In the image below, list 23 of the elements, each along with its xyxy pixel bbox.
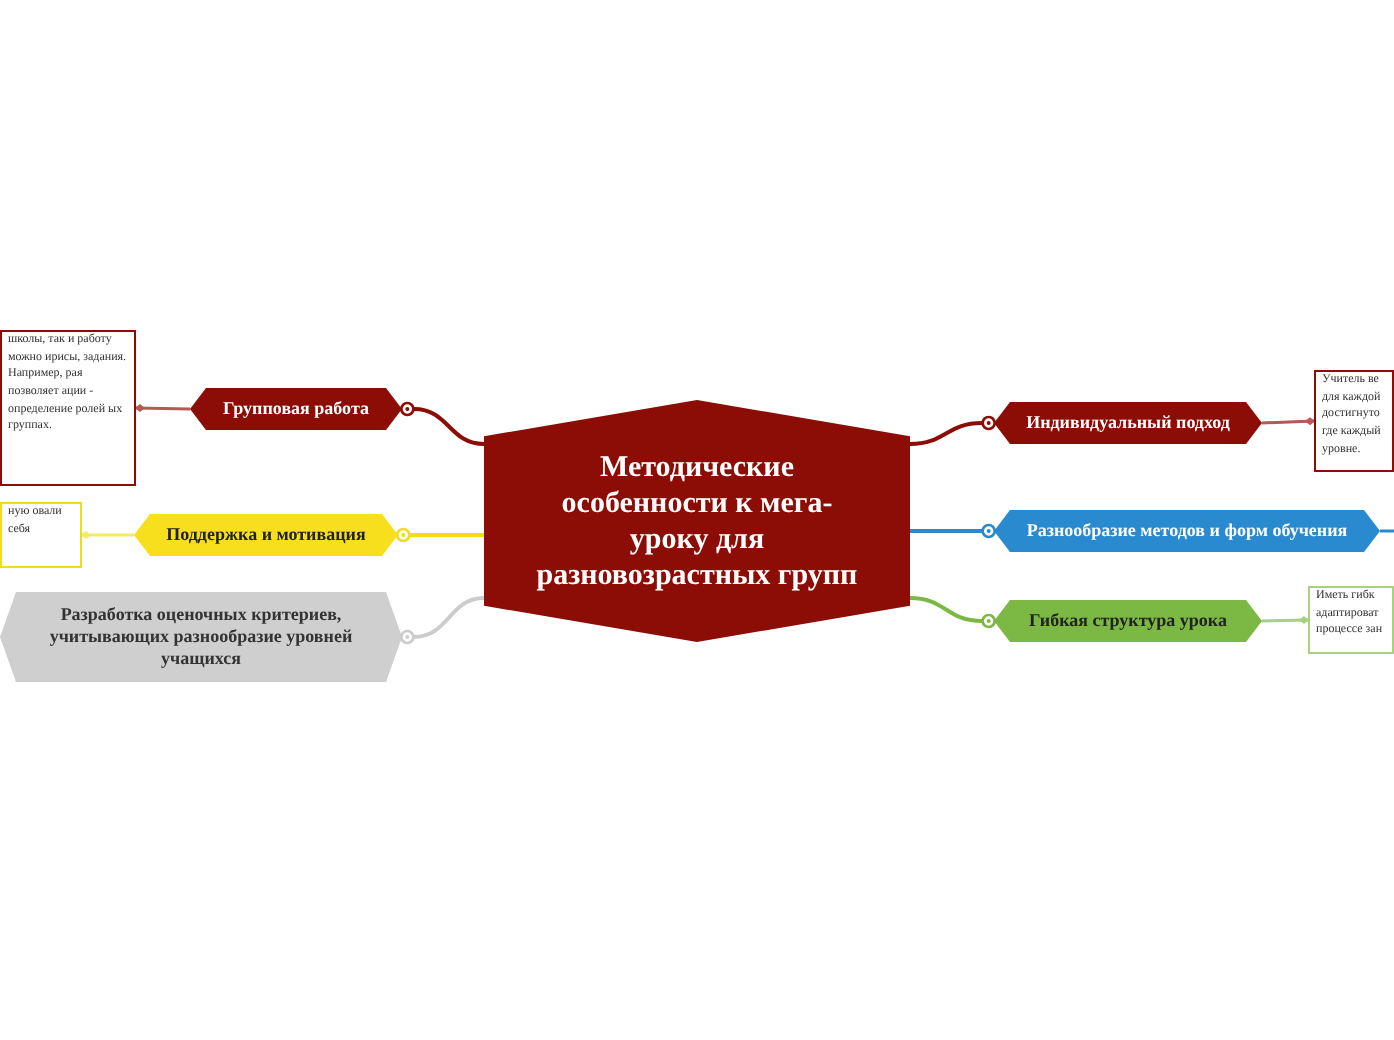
connector [400, 401, 485, 446]
node-text: Методические особенности к мега-уроку для разновозрастных групп [534, 449, 860, 593]
note-box [0, 502, 82, 568]
connector [400, 596, 485, 645]
branch-topic [0, 592, 402, 682]
note-box [1314, 370, 1394, 472]
connector [1261, 417, 1315, 426]
node-text: Поддержка и мотивация [166, 524, 366, 546]
connector [81, 531, 134, 539]
node-text: Разработка оценочных критериев, учитывающих разнообразие уровней учащихся [47, 604, 355, 670]
note-box [0, 330, 136, 486]
connector [909, 596, 996, 629]
node-text: Групповая работа [223, 398, 369, 420]
node-text: Гибкая структура урока [1029, 610, 1227, 632]
connector [909, 415, 996, 446]
connector [396, 527, 484, 543]
connector [910, 523, 996, 539]
node-text: Разнообразие методов и форм обучения [1026, 520, 1348, 542]
node-text: Индивидуальный подход [1026, 412, 1230, 434]
connector [1380, 529, 1394, 533]
connector [1261, 616, 1309, 625]
connector [135, 404, 191, 413]
note-box [1308, 586, 1394, 654]
